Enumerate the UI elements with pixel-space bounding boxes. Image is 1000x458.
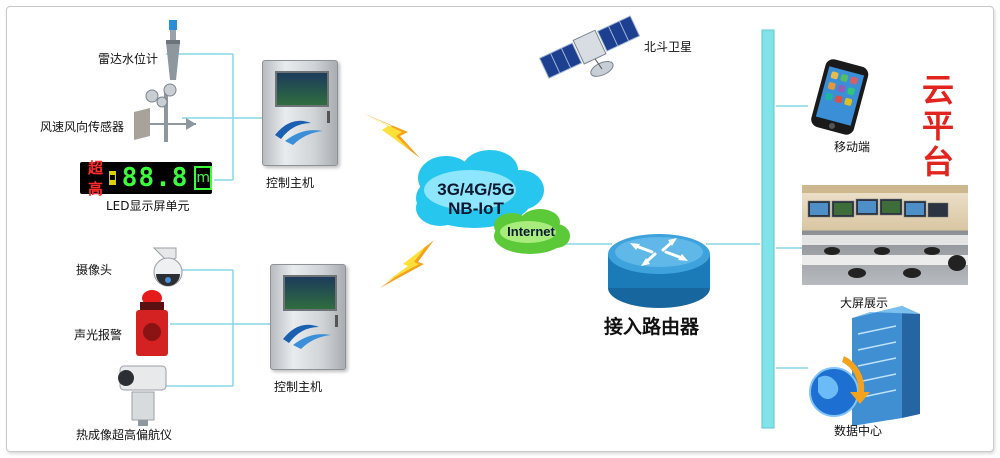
cabinet-lock (327, 111, 330, 123)
brand-logo-icon (275, 120, 323, 145)
thermal-imager-label: 热成像超高偏航仪 (76, 428, 173, 442)
cloud-line-1: 3G/4G/5G (437, 180, 515, 199)
brand-logo-icon (283, 324, 331, 349)
internet-cloud (494, 209, 570, 254)
led-tag: 超高 (88, 159, 104, 198)
sound-light-alarm-icon (136, 290, 168, 356)
control-host-cabinet-bottom (270, 264, 346, 370)
big-screen-room-image (802, 185, 968, 285)
satellite-label: 北斗卫星 (644, 40, 693, 54)
cabinet-screen (275, 71, 329, 107)
control-host-cabinet-top (262, 60, 338, 166)
beidou-satellite-icon (538, 15, 641, 79)
alarm-label: 声光报警 (74, 328, 123, 342)
mobile-network-cloud (416, 150, 544, 228)
data-center-icon (809, 306, 920, 426)
wind-sensor-icon (134, 83, 196, 142)
led-value: 88.8 (121, 163, 189, 193)
cabinet-screen (283, 275, 337, 311)
router-label: 接入路由器 (604, 316, 700, 338)
radar-water-level-label: 雷达水位计 (98, 52, 159, 66)
cabinet-lock (335, 315, 338, 327)
mobile-label: 移动端 (834, 140, 871, 154)
led-indicator: ▪ (109, 171, 116, 185)
big-screen-label: 大屏展示 (840, 296, 889, 310)
data-center-label: 数据中心 (834, 424, 883, 438)
control-host-label-top: 控制主机 (266, 176, 315, 190)
wind-sensor-label: 风速风向传感器 (40, 120, 125, 134)
wireless-signal-top (360, 112, 420, 158)
mobile-network-cloud-text: 3G/4G/5G NB-IoT (426, 180, 526, 218)
control-host-label-bottom: 控制主机 (274, 380, 323, 394)
radar-water-level-meter-icon (166, 20, 180, 80)
router-icon (608, 234, 710, 308)
mobile-phone-icon (811, 59, 869, 135)
cloud-line-2: NB-IoT (448, 199, 504, 218)
dome-camera-icon (152, 247, 183, 287)
led-display-panel: 超高 ▪ 88.8 m (80, 159, 213, 198)
internet-label: Internet (507, 224, 555, 239)
led-display-label: LED显示屏单元 (106, 199, 190, 213)
wireless-signal-bottom (380, 240, 434, 288)
thermal-imaging-camera-icon (118, 365, 167, 426)
cloud-platform-title: 云平台 (921, 71, 954, 181)
led-unit: m (194, 166, 213, 190)
camera-label: 摄像头 (76, 263, 113, 277)
